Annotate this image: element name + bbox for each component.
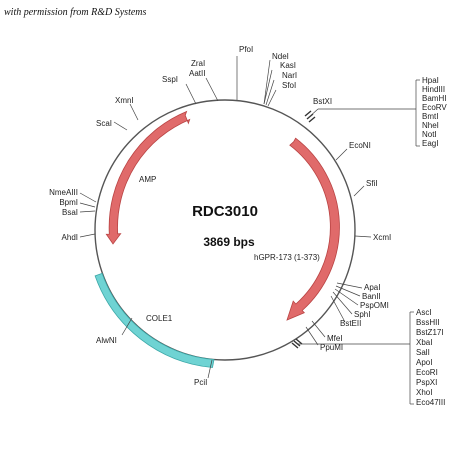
site-label-pcii: PciI bbox=[194, 378, 207, 387]
site-label-ppumi: PpuMI bbox=[320, 343, 343, 352]
site-label-ndei: NdeI bbox=[272, 52, 289, 61]
mcs-bottom-item: Eco47III bbox=[416, 398, 445, 407]
site-label-bsai: BsaI bbox=[62, 208, 78, 217]
site-label-bstxi: BstXI bbox=[313, 97, 332, 106]
mcs-bottom-item: BssHII bbox=[416, 318, 440, 327]
amp-arrow bbox=[105, 110, 191, 245]
mcs-top-item: EcoRV bbox=[422, 103, 447, 112]
site-label-kasi: KasI bbox=[280, 61, 296, 70]
site-label-ahdi: AhdI bbox=[62, 233, 78, 242]
site-label-pfoi: PfoI bbox=[239, 45, 253, 54]
mcs-top-item: HindIII bbox=[422, 85, 445, 94]
site-label-bpmi: BpmI bbox=[59, 198, 78, 207]
origin-label: COLE1 bbox=[146, 314, 173, 323]
mcs-bottom-marks bbox=[291, 338, 303, 349]
site-label-sspi: SspI bbox=[162, 75, 178, 84]
mcs-bottom-item: XbaI bbox=[416, 338, 432, 347]
site-label-scai: ScaI bbox=[96, 119, 112, 128]
mcs-top-list: HpaI HindIII BamHI EcoRV BmtI NheI NotI … bbox=[422, 76, 447, 148]
leader-lines bbox=[79, 56, 420, 405]
origin-arc bbox=[94, 272, 215, 368]
site-label-banii: BanII bbox=[362, 292, 381, 301]
mcs-top-item: HpaI bbox=[422, 76, 439, 85]
insert-arrow bbox=[286, 137, 340, 321]
insert-label: hGPR-173 (1-373) bbox=[254, 253, 320, 262]
mcs-bottom-item: EcoRI bbox=[416, 368, 438, 377]
plasmid-backbone bbox=[94, 99, 356, 361]
mcs-top-item: NheI bbox=[422, 121, 439, 130]
mcs-bottom-item: ApoI bbox=[416, 358, 432, 367]
credit-text: with permission from R&D Systems bbox=[4, 7, 147, 18]
mcs-top-item: BmtI bbox=[422, 112, 438, 121]
site-label-pspomi: PspOMI bbox=[360, 301, 389, 310]
plasmid-size: 3869 bps bbox=[203, 235, 255, 249]
plasmid-name: RDC3010 bbox=[192, 203, 258, 220]
site-label-nari: NarI bbox=[282, 71, 297, 80]
site-label-zrai: ZraI bbox=[191, 59, 205, 68]
mcs-top-item: NotI bbox=[422, 130, 437, 139]
site-label-sphi: SphI bbox=[354, 310, 370, 319]
mcs-top-item: EagI bbox=[422, 139, 438, 148]
mcs-bottom-item: BstZ17I bbox=[416, 328, 444, 337]
site-label-aatii: AatII bbox=[189, 69, 205, 78]
mcs-top-item: BamHI bbox=[422, 94, 446, 103]
site-label-nmeaiii: NmeAIII bbox=[49, 188, 78, 197]
mcs-bottom-item: XhoI bbox=[416, 388, 432, 397]
site-label-sfoi: SfoI bbox=[282, 81, 296, 90]
mcs-bottom-item: PspXI bbox=[416, 378, 437, 387]
site-label-alwni: AlwNI bbox=[96, 336, 117, 345]
site-label-xmni: XmnI bbox=[115, 96, 134, 105]
mcs-bottom-list: AscI BssHII BstZ17I XbaI SalI ApoI EcoRI… bbox=[416, 308, 445, 407]
site-label-apai: ApaI bbox=[364, 283, 380, 292]
amp-label: AMP bbox=[139, 175, 156, 184]
site-label-econi: EcoNI bbox=[349, 141, 371, 150]
site-label-mfei: MfeI bbox=[327, 334, 343, 343]
site-label-bsteii: BstEII bbox=[340, 319, 361, 328]
mcs-bottom-item: SalI bbox=[416, 348, 430, 357]
site-label-xcmi: XcmI bbox=[373, 233, 391, 242]
mcs-bottom-item: AscI bbox=[416, 308, 432, 317]
site-label-sfii: SfiI bbox=[366, 179, 378, 188]
